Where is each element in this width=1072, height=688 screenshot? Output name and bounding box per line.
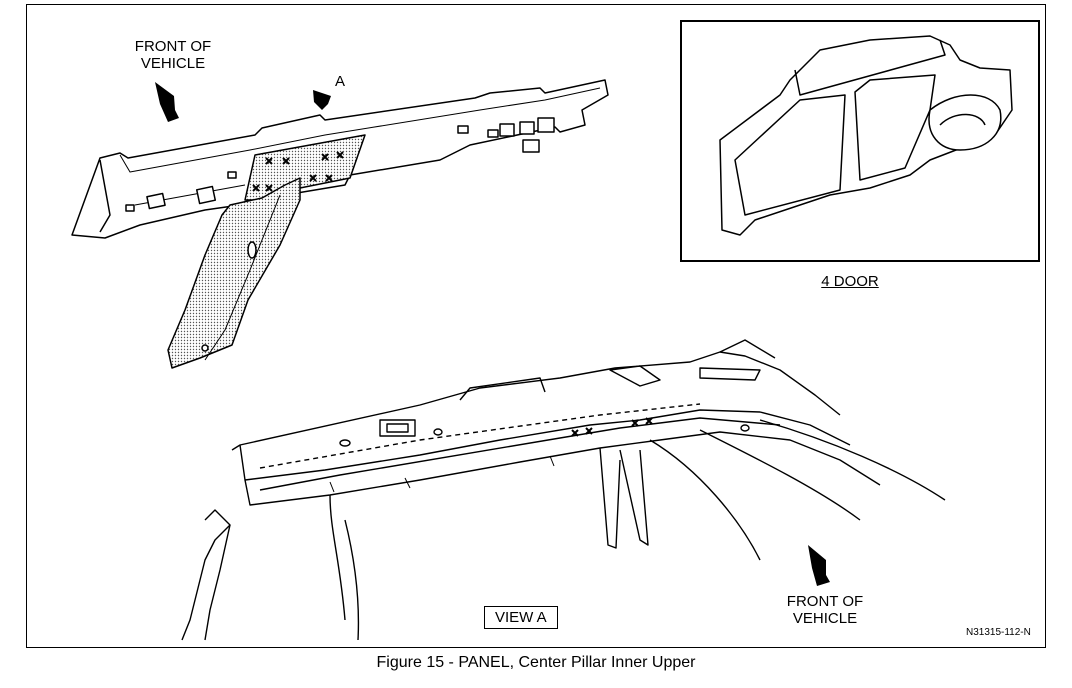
weld-marks-view-a: [571, 417, 653, 437]
view-a-label: VIEW A: [484, 606, 558, 629]
front-arrow-top: [155, 82, 179, 122]
view-a-arrow: [313, 90, 331, 110]
center-pillar-shaded: [167, 134, 366, 369]
figure-frame: [26, 4, 1046, 648]
view-a-assembly: [181, 339, 946, 641]
front-arrow-bottom: [808, 545, 830, 586]
figure-caption: Figure 15 - PANEL, Center Pillar Inner U…: [376, 654, 696, 671]
four-door-inset-box: [680, 20, 1040, 262]
weld-marks: [252, 151, 344, 192]
front-of-vehicle-label-top: FRONT OF VEHICLE: [134, 38, 212, 72]
view-a-marker-label: A: [334, 73, 345, 90]
reference-code: N31315-112-N: [966, 627, 1031, 638]
four-door-body-side: [719, 35, 1013, 236]
front-of-vehicle-label-bottom: FRONT OF VEHICLE: [786, 593, 864, 627]
four-door-label: 4 DOOR: [821, 273, 879, 290]
